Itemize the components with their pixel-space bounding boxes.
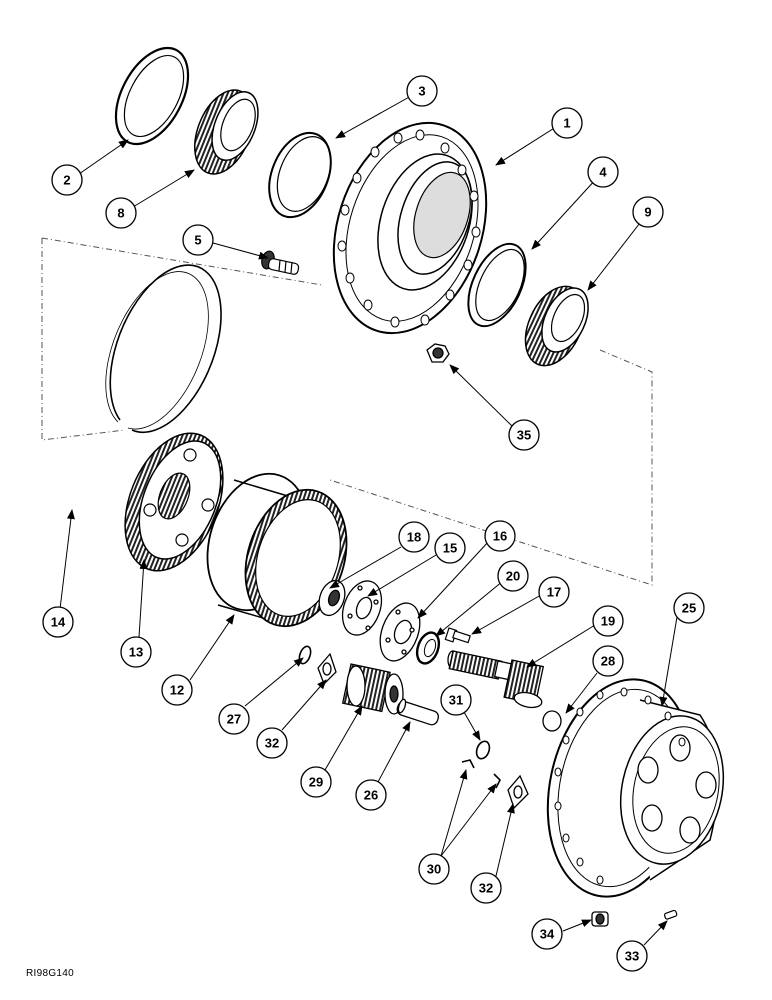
part-32-thrust-washer-lower xyxy=(507,774,529,810)
svg-text:35: 35 xyxy=(517,428,531,443)
svg-text:5: 5 xyxy=(194,233,201,248)
part-33-screw xyxy=(663,909,678,920)
part-14-snap-ring xyxy=(105,264,222,434)
part-8-bearing-cone xyxy=(194,89,259,175)
svg-text:25: 25 xyxy=(682,601,696,616)
leader-arrows xyxy=(59,95,678,946)
part-2-seal xyxy=(114,46,190,146)
svg-text:26: 26 xyxy=(364,788,378,803)
svg-text:17: 17 xyxy=(547,585,561,600)
svg-text:3: 3 xyxy=(418,84,425,99)
svg-text:29: 29 xyxy=(309,775,323,790)
callout-32b: 32 xyxy=(470,872,502,904)
part-9-bearing-cone xyxy=(524,285,589,367)
part-20-washer xyxy=(415,631,441,665)
callout-16: 16 xyxy=(484,520,516,552)
part-26-pin xyxy=(396,698,440,726)
callout-33: 33 xyxy=(616,940,648,972)
svg-text:34: 34 xyxy=(540,927,555,942)
svg-text:9: 9 xyxy=(644,205,651,220)
svg-text:4: 4 xyxy=(599,165,607,180)
callout-1: 1 xyxy=(551,107,583,139)
callout-14: 14 xyxy=(42,606,74,638)
callout-15: 15 xyxy=(434,532,466,564)
callout-8: 8 xyxy=(105,197,137,229)
callout-13: 13 xyxy=(120,636,152,668)
svg-text:28: 28 xyxy=(601,654,615,669)
part-25-carrier-cover xyxy=(546,678,725,898)
callout-29: 29 xyxy=(300,766,332,798)
svg-text:18: 18 xyxy=(407,530,421,545)
figure-id: RI98G140 xyxy=(26,968,74,979)
svg-text:16: 16 xyxy=(493,529,507,544)
callout-27: 27 xyxy=(218,703,250,735)
callout-4: 4 xyxy=(587,156,619,188)
callout-3: 3 xyxy=(406,75,438,107)
part-1-hub xyxy=(332,121,488,335)
part-17-bolt xyxy=(444,627,471,644)
callout-layer: 1 2 3 4 5 8 9 35 14 13 12 18 15 16 20 17… xyxy=(42,75,705,972)
callout-18: 18 xyxy=(398,521,430,553)
callout-12: 12 xyxy=(161,674,193,706)
svg-text:8: 8 xyxy=(117,206,124,221)
callout-17: 17 xyxy=(538,576,570,608)
part-3-bearing-cup xyxy=(268,131,332,219)
svg-text:1: 1 xyxy=(563,116,570,131)
svg-text:15: 15 xyxy=(443,541,457,556)
part-31-o-ring xyxy=(475,740,491,760)
callout-2: 2 xyxy=(51,164,83,196)
svg-text:19: 19 xyxy=(601,614,615,629)
part-13-planet-carrier xyxy=(124,432,224,572)
svg-text:13: 13 xyxy=(129,645,143,660)
part-30-roll-pins xyxy=(461,759,501,789)
callout-26: 26 xyxy=(355,779,387,811)
part-28-plug xyxy=(542,710,562,732)
svg-text:32: 32 xyxy=(479,881,493,896)
svg-text:30: 30 xyxy=(427,862,441,877)
svg-text:20: 20 xyxy=(506,569,520,584)
svg-text:12: 12 xyxy=(170,683,184,698)
callout-19: 19 xyxy=(592,605,624,637)
svg-text:31: 31 xyxy=(449,693,463,708)
callout-25: 25 xyxy=(673,592,705,624)
callout-28: 28 xyxy=(592,645,624,677)
callout-32a: 32 xyxy=(256,727,288,759)
part-4-bearing-cup xyxy=(467,242,527,328)
callout-34: 34 xyxy=(531,918,563,950)
callout-31: 31 xyxy=(440,684,472,716)
part-29-planet-gear xyxy=(341,663,404,715)
callout-35: 35 xyxy=(508,419,540,451)
part-35-nut xyxy=(426,343,450,363)
part-16-spacer xyxy=(379,602,421,662)
svg-text:32: 32 xyxy=(265,736,279,751)
svg-text:33: 33 xyxy=(625,949,639,964)
callout-9: 9 xyxy=(632,196,664,228)
part-32-thrust-washer-upper xyxy=(317,652,337,686)
callout-30: 30 xyxy=(418,853,450,885)
svg-text:14: 14 xyxy=(51,615,66,630)
part-12-ring-gear xyxy=(206,472,348,628)
part-5-stud xyxy=(261,250,300,275)
svg-text:27: 27 xyxy=(227,712,241,727)
svg-text:2: 2 xyxy=(63,173,70,188)
part-27-o-ring xyxy=(298,645,312,665)
callout-5: 5 xyxy=(182,224,214,256)
callout-20: 20 xyxy=(497,560,529,592)
part-34-plug xyxy=(591,911,609,927)
